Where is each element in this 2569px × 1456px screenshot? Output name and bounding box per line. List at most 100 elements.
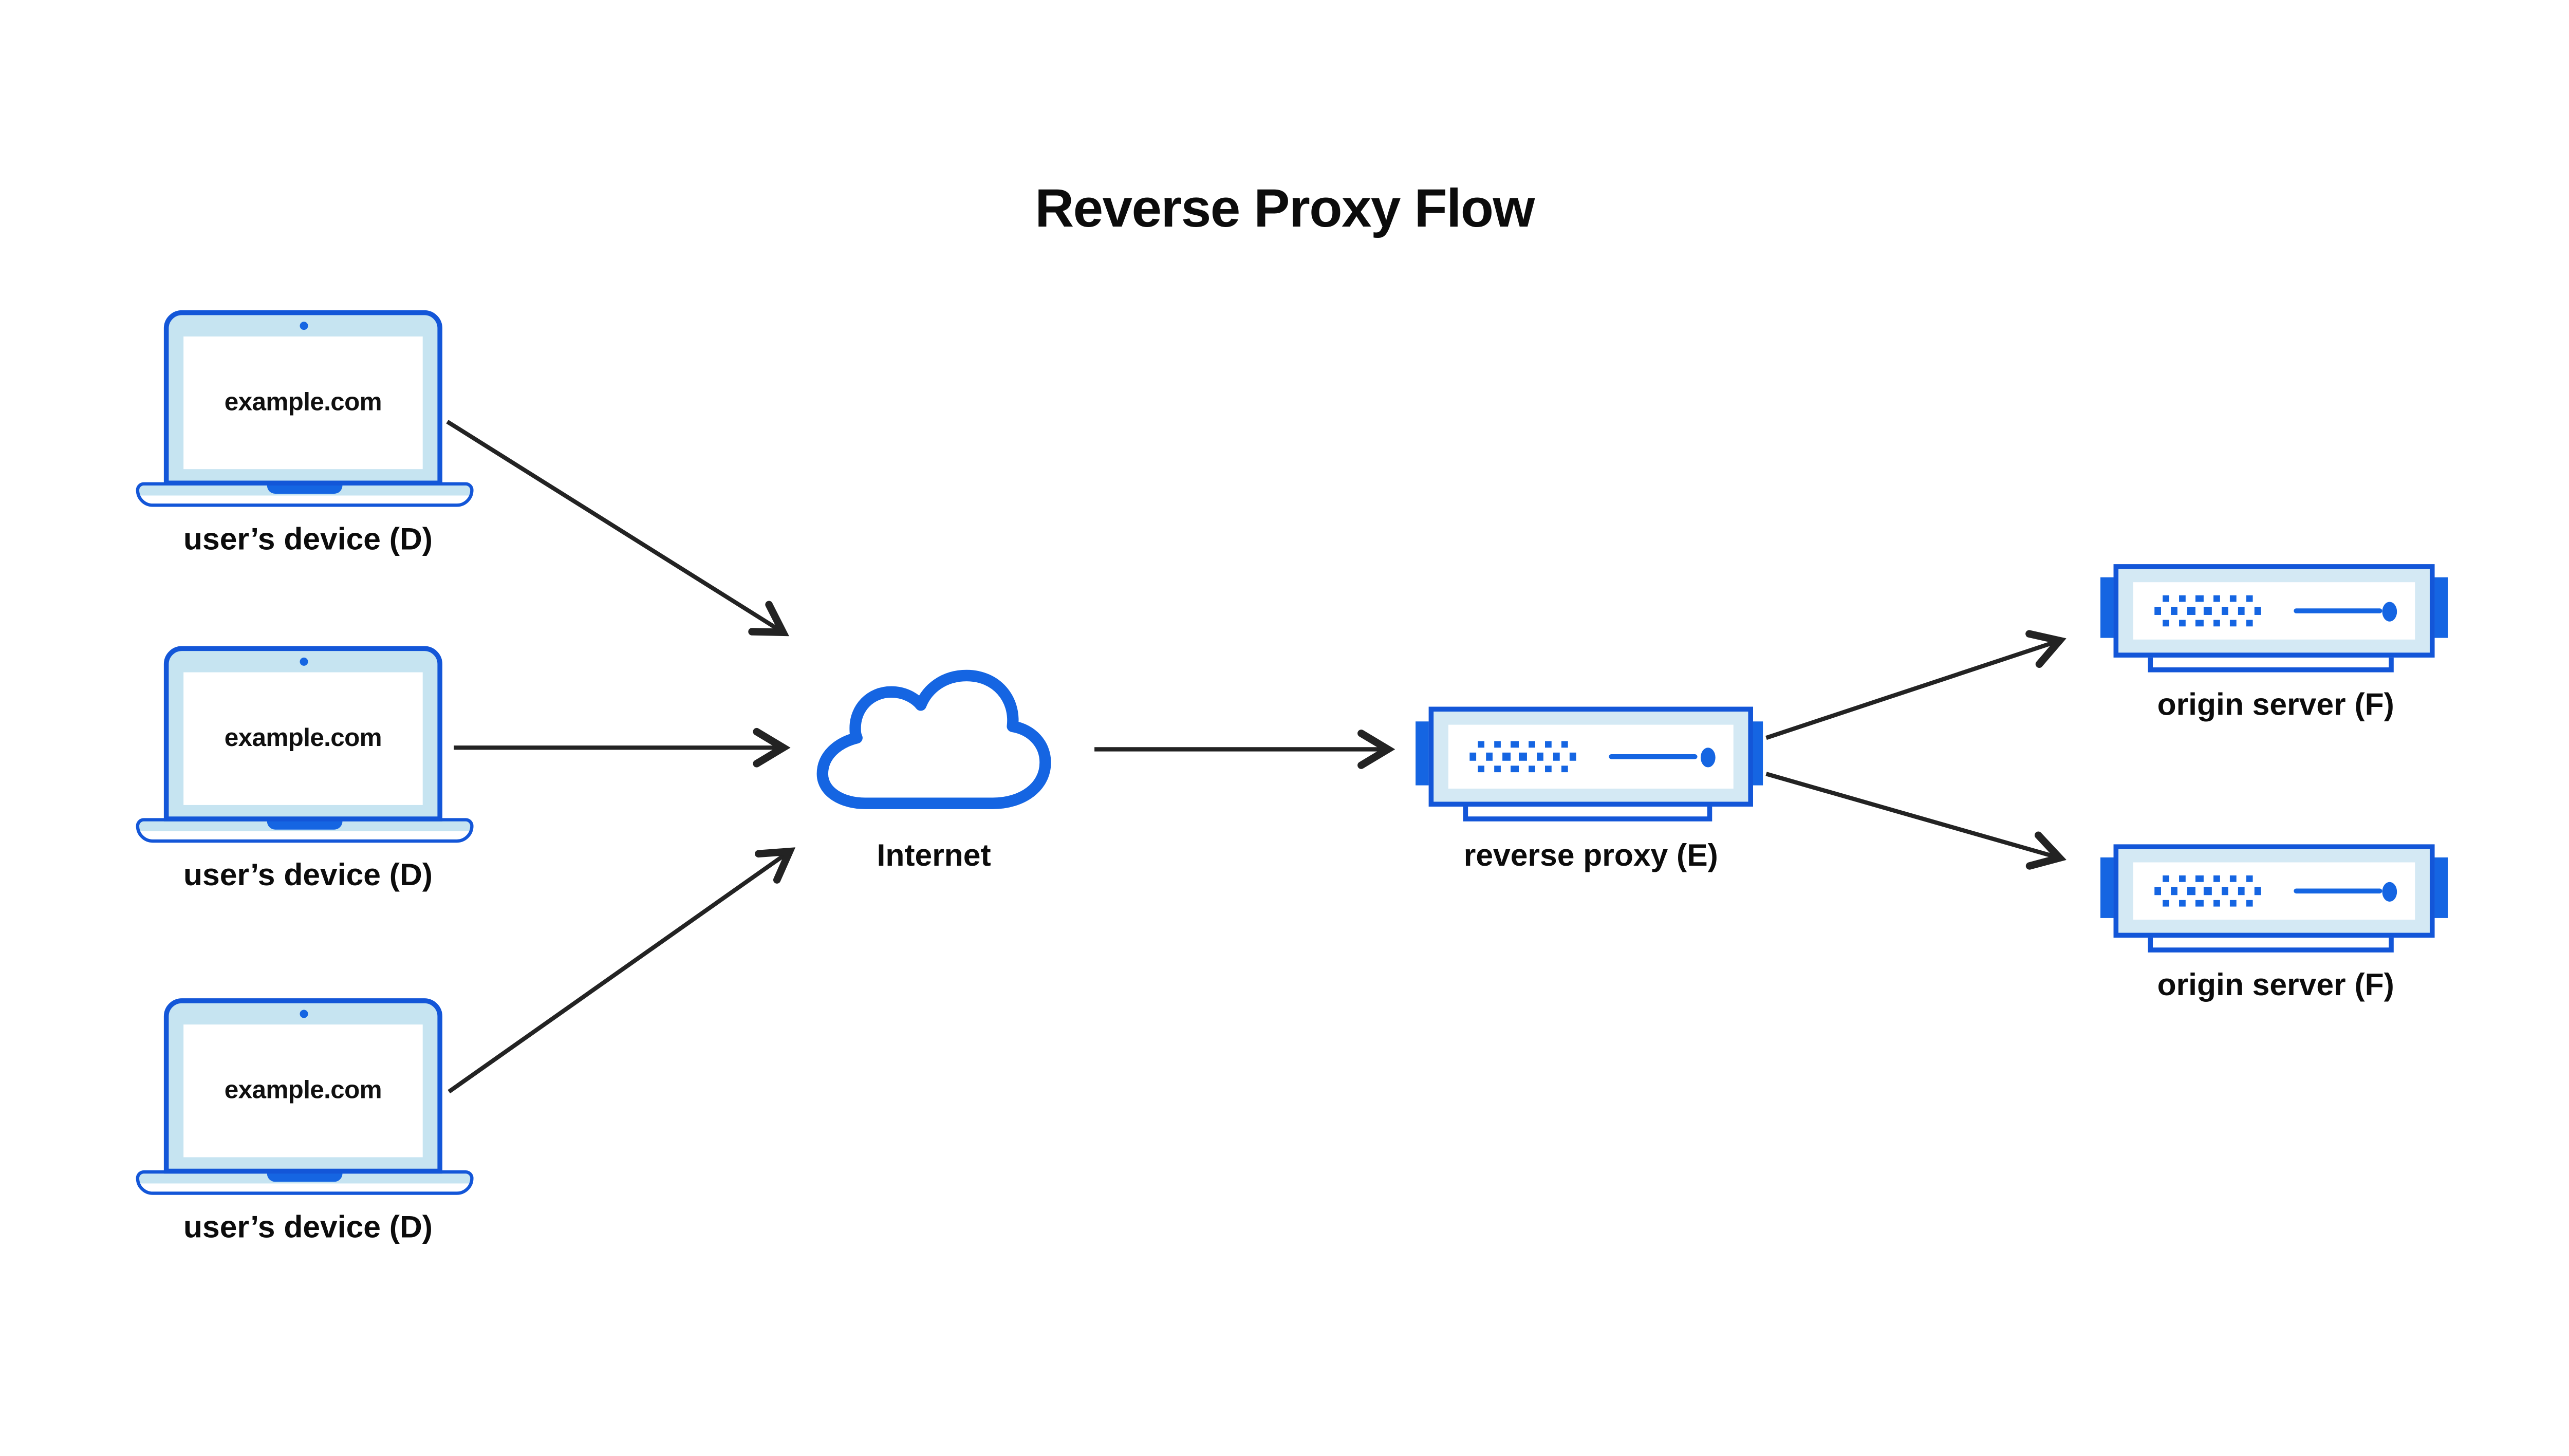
vent-square (2238, 875, 2244, 882)
vent-square (2171, 607, 2178, 614)
vent-square (1528, 740, 1535, 748)
vent-square (2238, 887, 2245, 894)
vent-square (1519, 741, 1526, 748)
vent-square (2246, 595, 2253, 602)
laptop-screen: example.com (183, 672, 423, 805)
origin-server-node-2: origin server (F) (2100, 844, 2451, 1015)
vent-square (1561, 753, 1568, 760)
vent-square (2188, 620, 2194, 626)
vent-square (2246, 620, 2253, 627)
vent-square (2255, 900, 2261, 907)
vent-square (1519, 766, 1526, 772)
vent-square (2163, 900, 2170, 907)
node-label: Internet (877, 839, 991, 874)
vent-square (2171, 595, 2178, 602)
vent-square (1536, 741, 1543, 748)
diagram-canvas: Reverse Proxy Flow example.com user’s de… (0, 86, 2569, 1370)
vent-square (2238, 900, 2244, 907)
vent-square (1553, 741, 1559, 748)
vent-square (2246, 888, 2252, 894)
user-device-node-3: example.com user’s device (D) (136, 998, 480, 1247)
vent-square (1561, 766, 1568, 773)
laptop-notch (267, 1172, 343, 1182)
vent-square (2238, 595, 2244, 602)
node-label: user’s device (D) (183, 523, 433, 558)
laptop-base (136, 1170, 474, 1195)
vent-square (1486, 753, 1494, 760)
node-label: user’s device (D) (183, 1211, 433, 1246)
vent-square (1553, 766, 1559, 772)
vent-square (2221, 607, 2228, 614)
server-front-panel (2133, 862, 2415, 920)
vent-square (2212, 900, 2220, 907)
vent-square (1478, 753, 1485, 760)
flow-arrow-proxy-origin1 (1765, 641, 2058, 740)
vent-square (1544, 740, 1552, 748)
server-vents-pattern (2154, 595, 2261, 627)
vent-square (1495, 753, 1501, 760)
node-label: reverse proxy (E) (1463, 839, 1718, 874)
vent-square (1511, 753, 1518, 760)
vent-square (2238, 620, 2244, 626)
vent-square (2221, 875, 2228, 882)
cloud-icon (816, 669, 1051, 809)
laptop-screen: example.com (183, 1024, 423, 1158)
vent-square (2246, 900, 2253, 907)
vent-square (1561, 740, 1568, 748)
vent-square (1553, 753, 1560, 760)
vent-square (2221, 887, 2228, 894)
vent-square (1503, 766, 1510, 772)
vent-square (1486, 766, 1493, 772)
server-slot-line-icon (1609, 754, 1698, 760)
laptop-icon: example.com (163, 998, 442, 1174)
server-led-dot-icon (2382, 881, 2397, 901)
screen-url-text: example.com (224, 724, 382, 752)
camera-dot-icon (299, 1010, 307, 1018)
vent-square (2196, 888, 2203, 894)
server-led-dot-icon (2382, 601, 2397, 621)
vent-square (2213, 607, 2220, 614)
vent-square (2221, 595, 2228, 602)
vent-square (1478, 740, 1485, 748)
vent-square (2212, 875, 2220, 882)
server-icon (1428, 706, 1753, 807)
vent-square (2179, 595, 2187, 602)
vent-square (1511, 740, 1518, 748)
flow-arrow-proxy-origin2 (1765, 772, 2058, 857)
vent-square (1569, 753, 1577, 760)
vent-square (2163, 595, 2170, 602)
vent-square (2204, 620, 2211, 626)
vent-square (2188, 607, 2195, 614)
vent-square (2154, 595, 2161, 602)
vent-square (2179, 620, 2187, 627)
server-led-dot-icon (1700, 746, 1716, 767)
vent-square (2204, 900, 2211, 907)
vent-square (2163, 875, 2170, 882)
vent-square (1469, 753, 1477, 760)
vent-square (1469, 766, 1476, 772)
server-icon (2113, 844, 2435, 938)
vent-square (2254, 887, 2261, 894)
internet-node: Internet (806, 656, 1062, 885)
node-label: origin server (F) (2157, 968, 2394, 1003)
reverse-proxy-node: reverse proxy (E) (1416, 706, 1766, 878)
vent-square (2163, 620, 2170, 627)
laptop-notch (267, 483, 343, 494)
laptop-notch (267, 819, 343, 830)
vent-square (1511, 766, 1518, 773)
vent-square (2255, 875, 2261, 882)
vent-square (2238, 607, 2245, 614)
vent-square (2229, 875, 2237, 882)
vent-square (2196, 875, 2203, 882)
vent-square (2254, 607, 2261, 614)
vent-square (2154, 900, 2161, 907)
laptop-base (136, 482, 474, 507)
vent-square (2154, 620, 2161, 626)
vent-square (1503, 753, 1510, 760)
vent-square (1478, 766, 1485, 773)
user-device-node-1: example.com user’s device (D) (136, 310, 480, 559)
user-device-node-2: example.com user’s device (D) (136, 646, 480, 895)
vent-square (2229, 595, 2237, 602)
vent-square (2188, 887, 2195, 894)
vent-square (1528, 753, 1535, 760)
